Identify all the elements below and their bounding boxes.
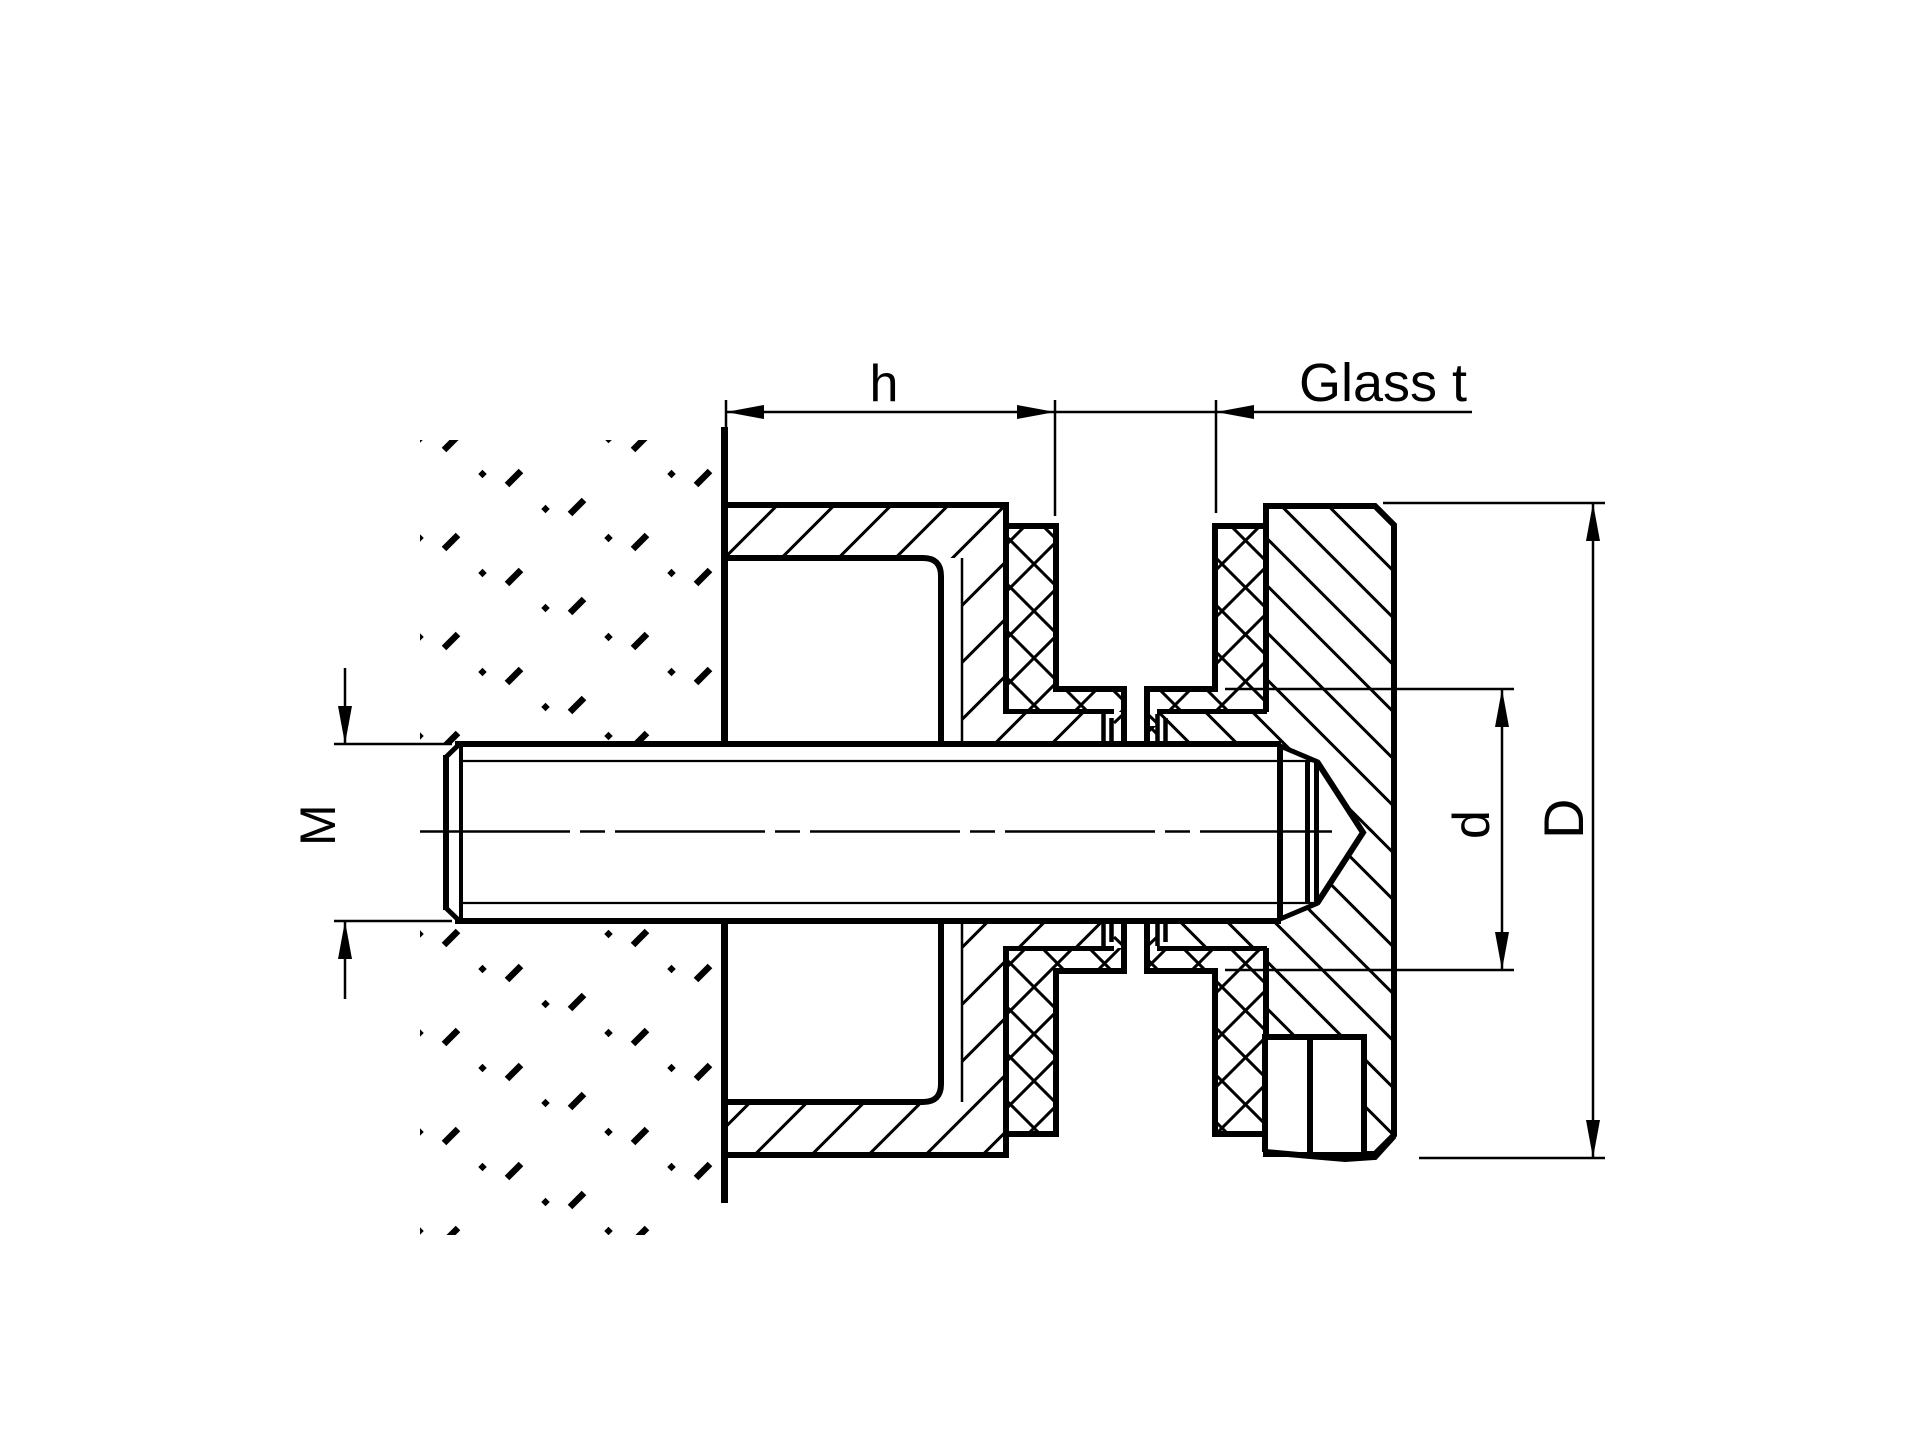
svg-text:Glass t: Glass t (1299, 353, 1467, 413)
svg-text:d: d (1443, 810, 1501, 839)
svg-text:h: h (870, 355, 899, 413)
svg-text:M: M (290, 804, 346, 846)
svg-text:D: D (1532, 799, 1595, 839)
